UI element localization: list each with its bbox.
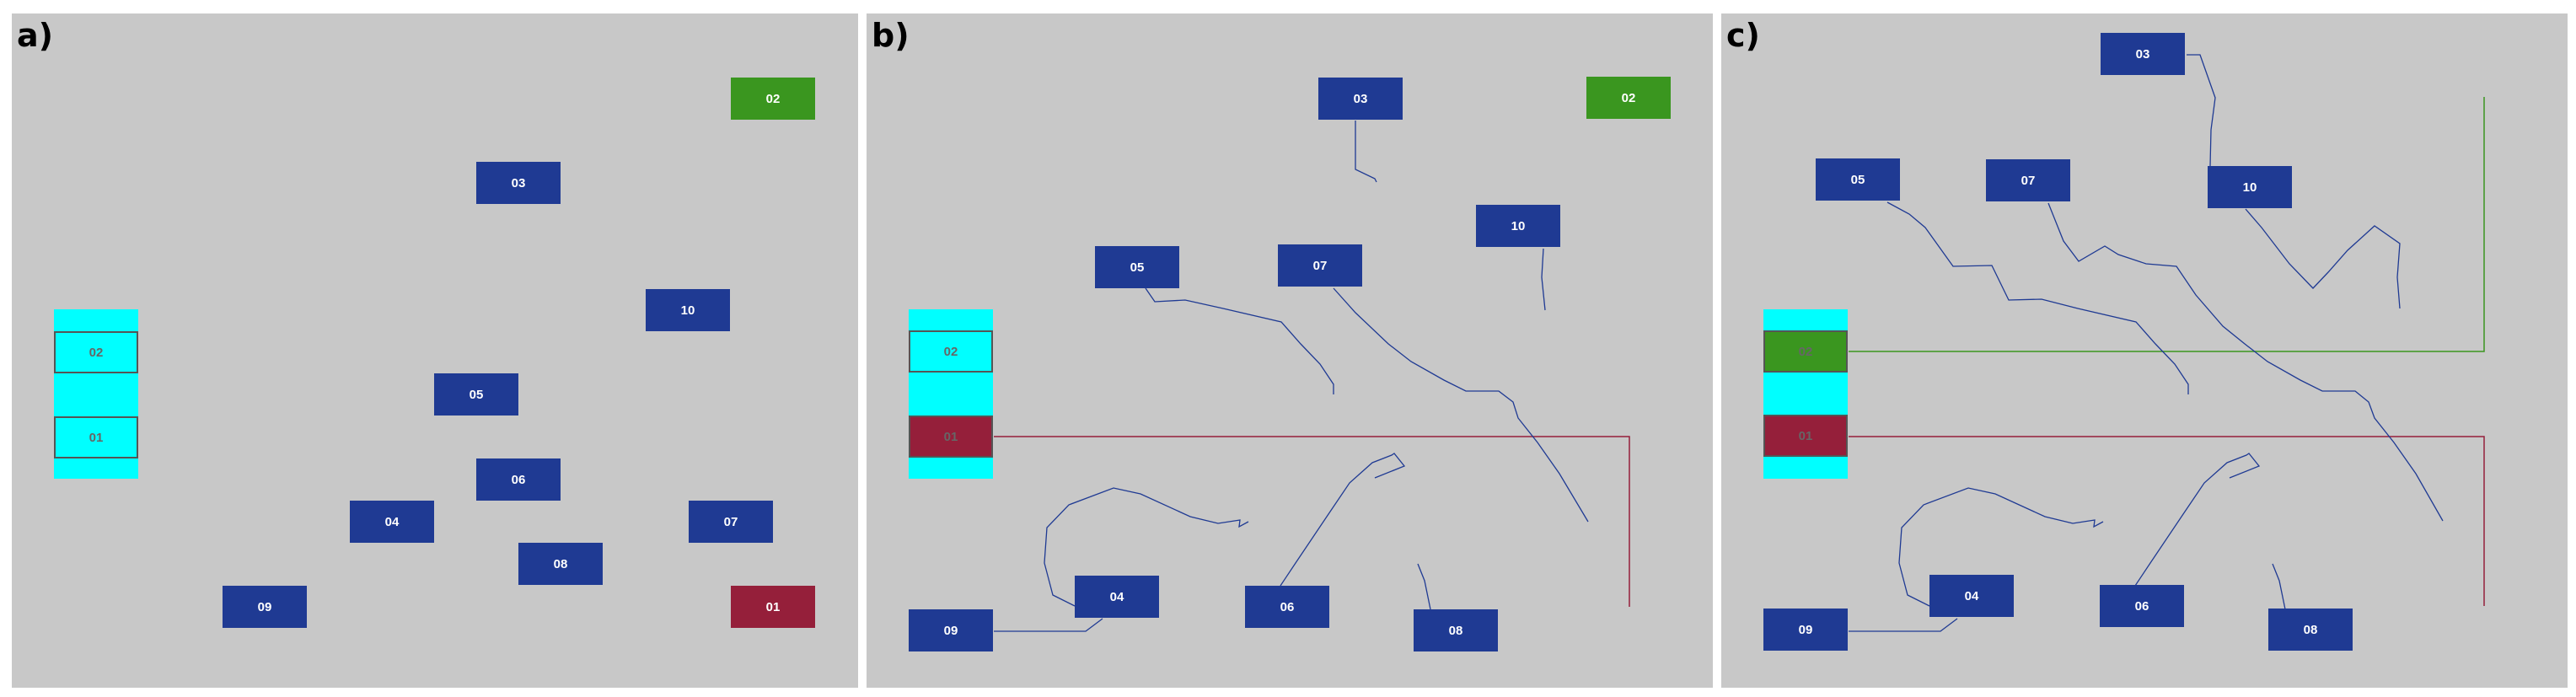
block-blue-05[interactable]: 05	[1816, 158, 1900, 201]
trajectory-path	[1044, 487, 1249, 607]
trajectory-path	[1417, 563, 1431, 610]
block-blue-03[interactable]: 03	[476, 162, 561, 204]
block-blue-08[interactable]: 08	[1414, 609, 1498, 651]
block-blue-09[interactable]: 09	[1763, 609, 1848, 651]
green-connector-line	[1849, 97, 2485, 352]
block-blue-04[interactable]: 04	[350, 501, 434, 543]
trajectory-path	[1333, 287, 1589, 523]
target-rack: 02 01	[909, 309, 993, 479]
rack-slot-01[interactable]: 01	[1763, 415, 1848, 457]
block-blue-10[interactable]: 10	[646, 289, 730, 331]
block-blue-06[interactable]: 06	[1245, 586, 1329, 628]
block-blue-09[interactable]: 09	[223, 586, 307, 628]
panel-label: a)	[17, 17, 54, 54]
block-blue-07[interactable]: 07	[1278, 244, 1362, 287]
trajectory-path	[2047, 202, 2444, 522]
block-red-01[interactable]: 01	[731, 586, 815, 628]
panel-a: a) 02 01 02 03 10 05 06 04 07 08 09 01	[12, 13, 858, 688]
trajectory-path	[2134, 453, 2261, 587]
trajectory-path	[2187, 54, 2216, 167]
rack-slot-02[interactable]: 02	[1763, 330, 1848, 373]
trajectory-path	[2245, 208, 2401, 309]
block-blue-06[interactable]: 06	[476, 458, 561, 501]
block-blue-08[interactable]: 08	[2268, 609, 2353, 651]
block-blue-07[interactable]: 07	[1986, 159, 2070, 201]
trajectory-path	[1898, 487, 2104, 607]
panel-c: c) 02 01 03 05 07 10 04 06 09 08	[1721, 13, 2568, 688]
block-blue-05[interactable]: 05	[434, 373, 518, 416]
block-blue-03[interactable]: 03	[1318, 78, 1403, 120]
trajectory-path	[2272, 563, 2286, 610]
block-blue-06[interactable]: 06	[2100, 585, 2184, 627]
block-blue-07[interactable]: 07	[689, 501, 773, 543]
connection-lines	[994, 121, 1630, 632]
red-connector-line	[1849, 436, 2485, 606]
panel-label: b)	[872, 17, 910, 54]
block-blue-10[interactable]: 10	[2208, 166, 2292, 208]
trajectory-path	[1280, 453, 1406, 587]
block-green-02[interactable]: 02	[731, 78, 815, 120]
connection-lines	[1849, 54, 2485, 632]
trajectory-path	[1849, 618, 1958, 632]
block-blue-08[interactable]: 08	[518, 543, 603, 585]
trajectory-path	[1355, 121, 1377, 183]
block-blue-04[interactable]: 04	[1075, 576, 1159, 618]
block-blue-05[interactable]: 05	[1095, 246, 1179, 288]
trajectory-path	[1541, 248, 1546, 311]
rack-slot-01[interactable]: 01	[909, 416, 993, 458]
rack-slot-01[interactable]: 01	[54, 416, 138, 458]
trajectory-path	[1145, 287, 1334, 394]
trajectory-path	[994, 618, 1103, 632]
rack-slot-02[interactable]: 02	[909, 330, 993, 373]
block-blue-04[interactable]: 04	[1929, 575, 2014, 617]
block-blue-09[interactable]: 09	[909, 609, 993, 651]
rack-slot-02[interactable]: 02	[54, 331, 138, 373]
block-blue-10[interactable]: 10	[1476, 205, 1560, 247]
red-connector-line	[994, 436, 1630, 607]
block-blue-03[interactable]: 03	[2101, 33, 2185, 75]
trajectory-path	[1886, 201, 2189, 394]
target-rack: 02 01	[54, 309, 138, 479]
panel-b: b) 02 01 03 02 10 05 07 04 06 09 08	[867, 13, 1713, 688]
panel-label: c)	[1726, 17, 1760, 54]
block-green-02[interactable]: 02	[1586, 77, 1671, 119]
target-rack: 02 01	[1763, 309, 1848, 479]
